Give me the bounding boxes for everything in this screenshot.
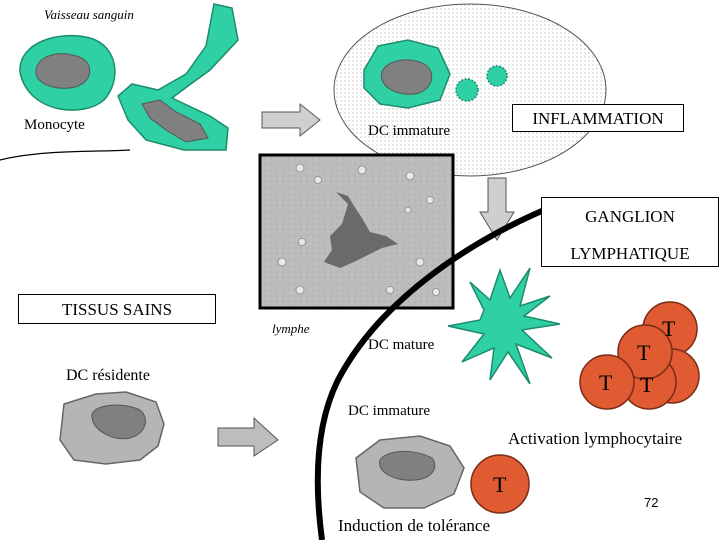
dc-immature-top-label: DC immature [368,123,451,139]
ganglion-box: GANGLION LYMPHATIQUE [541,197,719,267]
lymph-vessel [314,202,558,540]
tolerance-t-cell-label: T [493,472,507,497]
tolerance-induction-label: Induction de tolérance [338,516,490,535]
dc-mature-label: DC mature [368,337,435,353]
immature-dc-cell-bottom [355,435,465,509]
resident-dc-label: DC résidente [66,367,150,384]
lymph-label: lymphe [272,321,310,336]
lymphocyte-activation-label: Activation lymphocytaire [508,429,683,448]
mature-dc-cell [447,267,561,385]
healthy-tissue-label: TISSUS SAINS [18,294,216,324]
t-cell-cluster [579,301,700,410]
tolerance-t-cell [470,454,530,514]
arrow-to-lymph-node [217,416,279,457]
arrow-to-inflammation [261,102,321,138]
inflammation-label: INFLAMMATION [512,104,684,132]
t-cell-label-right: T [640,372,654,397]
lymphatique-label: LYMPHATIQUE [570,244,690,263]
extravasating-cell [0,3,239,161]
monocyte-label: Monocyte [24,117,85,133]
dc-immature-bottom-label: DC immature [348,403,431,419]
ganglion-label: GANGLION [585,207,675,226]
inflammation-zone [333,3,607,177]
page-number: 72 [644,495,659,510]
t-cell-label-back: T [662,316,676,341]
blood-vessel-label: Vaisseau sanguin [44,7,134,22]
microscopy-photo [258,153,455,310]
t-cell-label-front: T [599,370,613,395]
monocyte-cell [19,34,116,111]
t-cell-label-mid: T [637,340,651,365]
resident-dc-cell [59,391,165,465]
